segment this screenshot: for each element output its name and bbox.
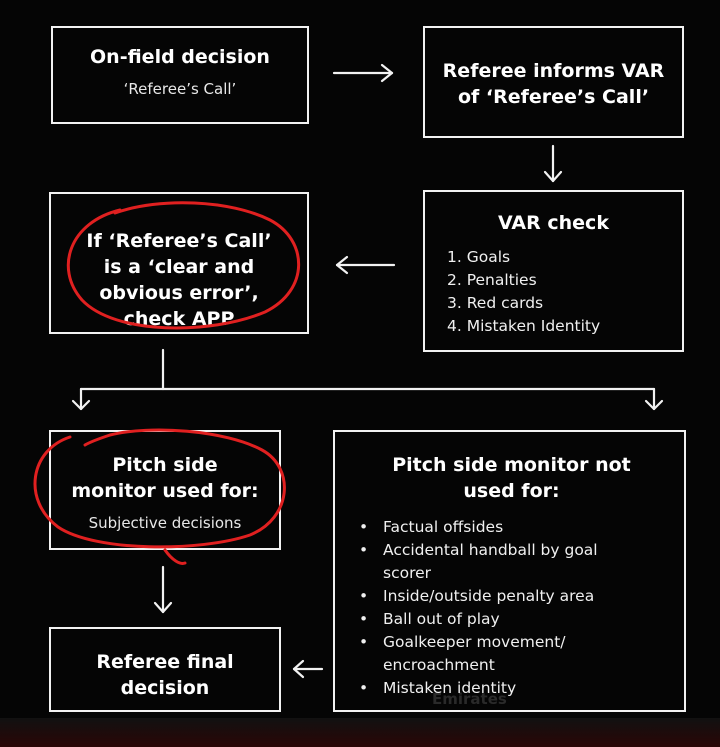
referee-informs-var-box: Referee informs VAR of ‘Referee’s Call’	[423, 26, 684, 138]
monitor-not-used-item: Factual offsides	[359, 516, 644, 539]
var-check-box: VAR check 1. Goals 2. Penalties 3. Red c…	[423, 190, 684, 352]
var-check-item: 3. Red cards	[447, 294, 544, 312]
referee-informs-var-title: Referee informs VAR of ‘Referee’s Call’	[442, 60, 665, 108]
monitor-not-used-item: Inside/outside penalty area	[359, 585, 644, 608]
monitor-not-used-list: Factual offsides Accidental handball by …	[359, 516, 644, 700]
arrow-right-icon	[332, 63, 394, 83]
monitor-not-used-item: Mistaken identity	[359, 677, 644, 700]
arrow-left-icon	[335, 255, 396, 275]
on-field-decision-box: On-field decision ‘Referee’s Call’	[51, 26, 309, 124]
arrow-left-icon	[292, 659, 324, 679]
on-field-decision-subtitle: ‘Referee’s Call’	[123, 80, 237, 98]
monitor-not-used-box: Pitch side monitor not used for: Factual…	[333, 430, 686, 712]
monitor-not-used-title: Pitch side monitor not used for:	[392, 454, 631, 502]
clear-obvious-error-title: If ‘Referee’s Call’ is a ‘clear and obvi…	[86, 230, 272, 330]
on-field-decision-title: On-field decision	[90, 46, 270, 68]
monitor-used-subtitle: Subjective decisions	[88, 514, 242, 532]
var-check-item: 4. Mistaken Identity	[447, 317, 601, 335]
var-check-title: VAR check	[498, 212, 609, 234]
var-check-item: 2. Penalties	[447, 271, 537, 289]
monitor-not-used-item: Goalkeeper movement/ encroachment	[359, 631, 644, 677]
monitor-used-box: Pitch side monitor used for: Subjective …	[49, 430, 281, 550]
monitor-used-title: Pitch side monitor used for:	[71, 454, 259, 502]
arrow-down-icon	[543, 144, 563, 183]
monitor-not-used-item: Ball out of play	[359, 608, 644, 631]
clear-obvious-error-box: If ‘Referee’s Call’ is a ‘clear and obvi…	[49, 192, 309, 334]
referee-final-decision-title: Referee final decision	[96, 651, 234, 699]
arrow-down-icon	[153, 565, 173, 614]
monitor-not-used-item: Accidental handball by goal scorer	[359, 539, 644, 585]
red-underline-annotation	[163, 548, 187, 565]
stadium-background-strip	[0, 718, 720, 747]
var-check-list: 1. Goals 2. Penalties 3. Red cards 4. Mi…	[447, 246, 682, 338]
branch-connector	[71, 348, 664, 411]
var-check-item: 1. Goals	[447, 248, 511, 266]
referee-final-decision-box: Referee final decision	[49, 627, 281, 712]
